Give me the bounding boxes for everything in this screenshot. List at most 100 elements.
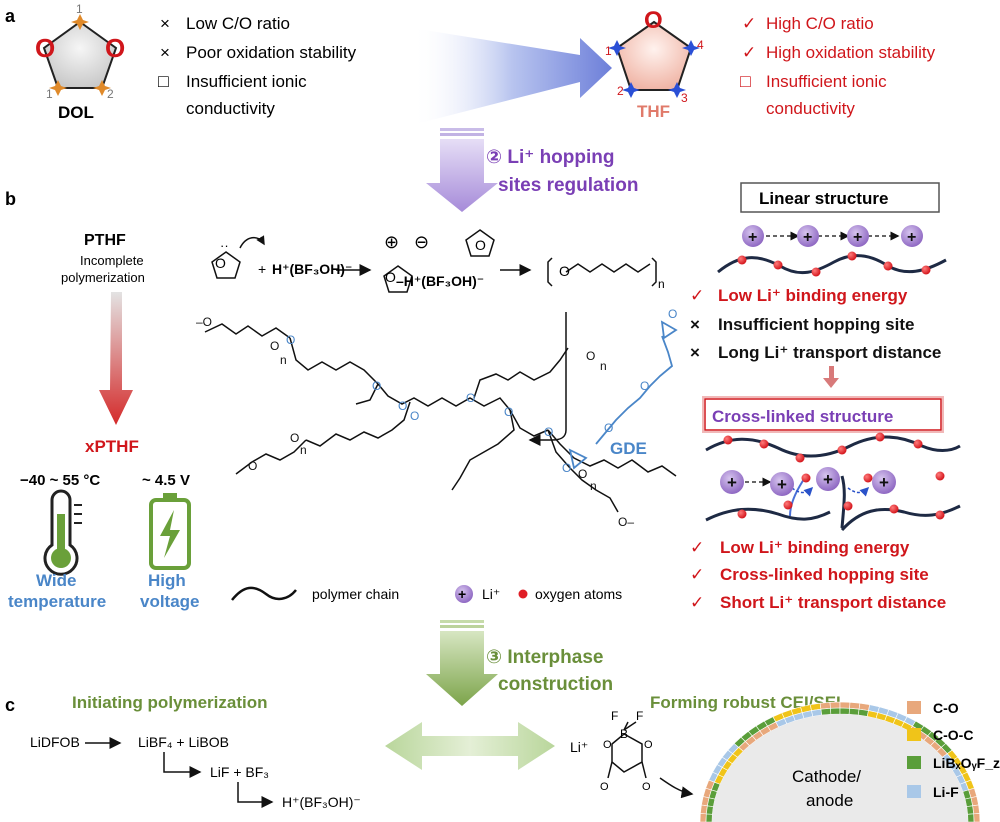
svg-text:O–: O– [618,515,634,529]
svg-text:O: O [604,421,613,435]
interphase-tile [829,701,841,709]
svg-text:+: + [748,229,757,246]
svg-text:×: × [690,315,700,334]
legend-chain-icon [231,586,297,601]
hbf3oh-label: H⁺(BF₃OH)⁻ [282,794,361,810]
svg-text:O: O [544,425,553,439]
interphase-tile [966,805,974,815]
pthf-sub2: polymerization [61,270,145,285]
interphase-tile [967,813,975,822]
svg-text:+: + [879,473,889,492]
thf-prop-3: conductivity [766,99,855,118]
step2-subtitle: sites regulation [498,175,638,196]
plus-charge-icon: ⊕ [384,232,399,252]
linear-to-crosslinked-arrow [823,366,839,388]
legend-libxoyfz: LiBₓOᵧF_z [933,755,1000,771]
dol-properties: × Low C/O ratio × Poor oxidation stabili… [158,14,357,118]
panel-label-a: a [5,6,16,26]
crosslinked-prop-2: Short Li⁺ transport distance [720,593,946,612]
legend-oxygen-icon [518,589,528,599]
linear-properties: ✓ Low Li⁺ binding energy × Insufficient … [690,286,941,362]
svg-text:✓: ✓ [690,286,704,305]
linear-prop-2: Long Li⁺ transport distance [718,343,941,362]
dol-num-top: 1 [76,2,83,16]
legend-c-o: C-O [933,700,959,716]
linear-diagram: ++ ++ [717,225,947,277]
step3-subtitle: construction [498,674,613,695]
interphase-tile [699,813,707,822]
xpthf-label: xPTHF [85,437,139,456]
svg-text:×: × [690,343,700,362]
svg-text:n: n [600,359,607,373]
pthf-chain-n: n [658,277,665,291]
thf-ring1-o: O [215,255,226,271]
crosslinked-prop-1: Cross-linked hopping site [720,565,929,584]
thf-num-1: 1 [605,44,612,58]
thf-properties: ✓ High C/O ratio ✓ High oxidation stabil… [740,14,936,118]
dol-num-bl: 1 [46,87,53,101]
xpthf-chain-labels: –O O n O n O n O O n O– [196,315,634,529]
dol-prop-3: conductivity [186,99,275,118]
svg-text:O: O [248,459,257,473]
gde-o-atoms: O O O O [562,307,677,475]
svg-text:O: O [270,339,279,353]
thf-num-2: 2 [617,84,624,98]
dol-carbon-markers [49,14,111,96]
legend-chain-label: polymer chain [312,586,399,602]
pthf-sub1: Incomplete [80,253,144,268]
dol-prop-mark-1: × [160,43,170,62]
thf-num-3: 3 [681,91,688,105]
thf-prop-1: High oxidation stability [766,43,936,62]
protonated-h-bf3oh: –H⁺(BF₃OH)⁻ [396,273,484,289]
dol-prop-1: Poor oxidation stability [186,43,357,62]
svg-text:O: O [600,781,609,793]
lidfob-b: B [620,727,628,741]
dol-prop-mark-2: □ [158,71,169,91]
legend-li-f: Li-F [933,784,959,800]
dol-num-br: 2 [107,87,114,101]
svg-text:O: O [668,307,677,321]
svg-text:O: O [562,461,571,475]
dol-o-left: O [35,33,55,63]
svg-text:+: + [853,229,862,246]
interphase-tile [830,707,841,715]
legend-c-o-c: C-O-C [933,727,973,743]
svg-text:O: O [410,409,419,423]
svg-text:n: n [280,353,287,367]
linear-structure-box [740,182,940,213]
thf-num-4: 4 [697,38,704,52]
svg-text:+: + [823,470,833,489]
high-label: High [148,571,186,590]
double-arrow [385,722,555,770]
thf-carbon-markers [608,40,700,98]
thf-prop-mark-0: ✓ [742,14,756,33]
initiator-h-bf3oh: H⁺(BF₃OH)⁻ [272,261,352,277]
thermometer-icon [43,489,82,576]
step2-arrow [426,128,498,212]
xpthf-o-atoms: O O O O O O O [286,333,553,439]
cei-sei-tiles [699,701,981,822]
cathode-label-2: anode [806,791,853,810]
crosslinked-title: Cross-linked structure [712,407,893,426]
legend-li-icon [455,585,473,603]
svg-text:n: n [300,443,307,457]
step1-arrow [412,28,612,125]
pthf-title: PTHF [84,232,126,249]
crosslinked-properties: ✓ Low Li⁺ binding energy ✓ Cross-linked … [690,538,946,612]
svg-text:O: O [642,781,651,793]
wide-label: Wide [36,571,76,590]
lidfob-molecule [607,721,694,799]
step3-title: ③ Interphase [486,647,603,668]
lidfob-f1: F [611,709,618,723]
crosslinked-structure-box [704,398,942,431]
interphase-tile [973,813,981,822]
linear-prop-0: Low Li⁺ binding energy [718,286,908,305]
thf-o: O [644,7,663,34]
lidfob-f2: F [636,709,643,723]
thf-ring2-o: O [385,269,396,285]
lidfob-o-atoms: O O O O [600,739,653,793]
pthf-arrow [99,292,133,425]
legend-li-plus: + [458,586,466,602]
temperature-label: temperature [8,592,106,611]
